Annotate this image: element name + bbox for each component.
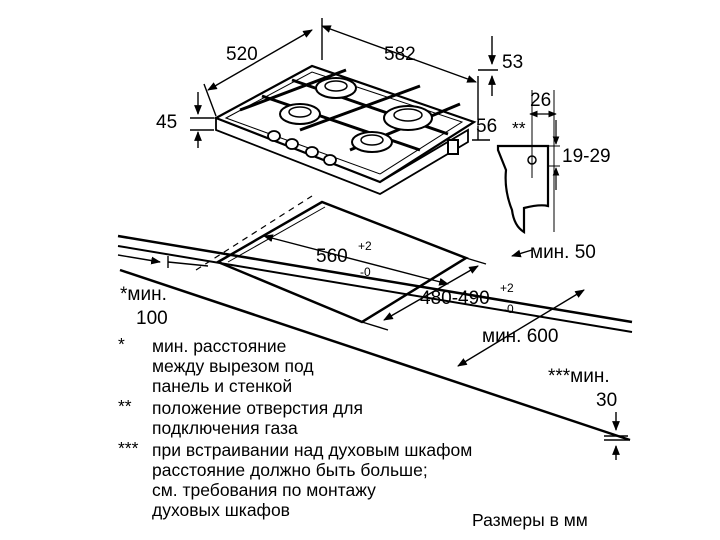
dim-cutout-width: 560 +2 -0 — [316, 239, 372, 279]
note-2-line: положение отверстия для — [152, 398, 363, 418]
clearance-above-oven-line1: ***мин. — [548, 366, 610, 387]
note-3-line: духовых шкафов — [152, 500, 290, 520]
hob — [213, 64, 477, 195]
note-2-marker: ** — [118, 396, 132, 416]
clearance-side-line1: *мин. — [120, 284, 167, 305]
svg-text:480-490: 480-490 — [420, 288, 490, 309]
svg-text:+2: +2 — [500, 281, 514, 295]
burner-front-right — [351, 131, 393, 153]
dim-side-offset: 56 — [476, 116, 497, 137]
alignment-dashed-line — [195, 195, 313, 271]
svg-text:+2: +2 — [358, 239, 372, 253]
units-caption: Размеры в мм — [472, 510, 588, 530]
gas-detail-marker: ** — [512, 118, 526, 138]
note-2-line: подключения газа — [152, 418, 298, 438]
footnotes: * мин. расстояние между вырезом под пане… — [118, 334, 472, 520]
dim-height-below: 45 — [156, 112, 177, 133]
burner-rear-left — [315, 77, 357, 99]
gas-connector — [447, 139, 459, 155]
gas-detail-view — [496, 90, 560, 234]
dim-hob-depth: 520 — [226, 44, 258, 65]
dim-front-edge: 53 — [502, 52, 523, 73]
dim-cutout-depth: 480-490 +2 -0 — [420, 281, 514, 316]
dim-hob-width: 582 — [384, 44, 416, 65]
note-1-line: панель и стенкой — [152, 376, 292, 396]
hob-dimension-lines — [190, 18, 498, 148]
note-3-marker: *** — [118, 438, 139, 458]
gas-detail-depth: 26 — [530, 90, 551, 111]
cutout-dimension-lines — [117, 234, 628, 460]
note-3-line: при встраивании над духовым шкафом — [152, 440, 472, 460]
clearance-above-oven-line2: 30 — [596, 390, 617, 411]
control-knobs — [267, 130, 337, 166]
clearance-rear: мин. 50 — [530, 242, 596, 263]
burner-rear-right — [383, 105, 433, 131]
burner-front-left — [279, 103, 321, 125]
note-3-line: расстояние должно быть больше; — [152, 460, 428, 480]
clearance-side-line2: 100 — [136, 308, 168, 329]
note-3-line: см. требования по монтажу — [152, 480, 376, 500]
gas-detail-range: 19-29 — [562, 146, 611, 167]
cutout-inner-edge — [227, 206, 326, 263]
svg-text:-0: -0 — [360, 265, 371, 279]
note-1-line: мин. расстояние — [152, 336, 286, 356]
note-1-marker: * — [118, 334, 125, 354]
note-1-line: между вырезом под — [152, 356, 314, 376]
clearance-worktop: мин. 600 — [482, 326, 558, 347]
svg-text:-0: -0 — [503, 302, 514, 316]
svg-text:560: 560 — [316, 246, 348, 267]
